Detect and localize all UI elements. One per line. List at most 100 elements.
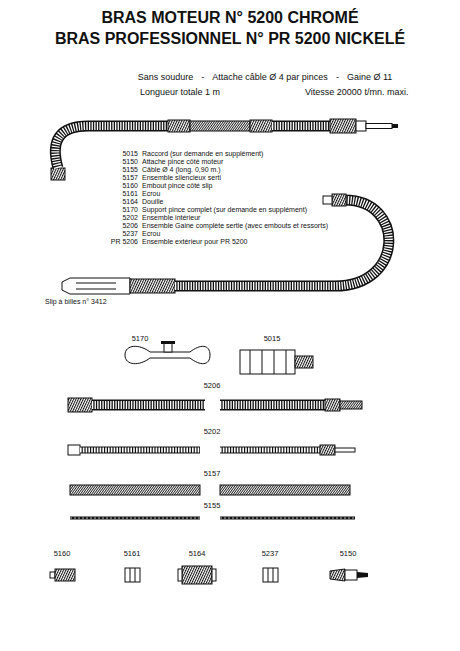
part-description: Ensemble extérieur pour PR 5200 [142,238,247,246]
part-description: Ensemble silencieux serti [142,174,221,182]
inner-assembly-drawing [80,448,200,453]
sheath-assembly-drawing [68,398,92,412]
inner-assembly-drawing [220,448,320,453]
small-parts-drawing [212,569,216,581]
part-number: 5160 [122,182,138,190]
clip-support-drawing [161,341,175,344]
part-number: 5170 [122,206,138,214]
small-parts-drawing [263,568,278,582]
professional-arm-drawing [332,194,346,206]
inner-assembly-drawing [335,448,355,452]
small-parts-drawing [125,568,140,582]
connector-drawing [240,350,313,374]
callout-number: 5157 [204,470,221,479]
small-parts-drawing [182,566,212,584]
part-number: 5015 [122,150,138,158]
silencer-drawing [70,485,350,495]
spec-text: Sans soudure [138,72,194,82]
callout-number: 5164 [189,550,206,559]
part-number: 5164 [122,198,138,206]
motor-arm-drawing [366,124,392,129]
connector-drawing [295,356,313,368]
part-description: Câble Ø 4 (long. 0,90 m.) [142,166,221,174]
professional-arm-drawing [62,278,130,294]
callout-number: 5170 [132,335,149,344]
inner-assembly-drawing [68,445,355,455]
motor-arm-drawing [356,121,366,131]
part-number: 5157 [122,174,138,182]
motor-arm-drawing [51,119,398,180]
inner-assembly-drawing [220,447,320,454]
sheath-assembly-drawing [92,400,205,411]
silencer-drawing [220,485,350,495]
callout-number: 5161 [124,550,141,559]
small-parts-drawing [55,569,75,581]
inner-assembly-drawing [68,445,80,455]
small-parts-drawing [50,572,55,578]
sheath-assembly-drawing [68,398,362,412]
sheath-assembly-drawing [92,401,205,409]
callout-number: 5237 [262,550,279,559]
connector-drawing [240,350,295,374]
silencer-drawing [70,485,200,495]
small-parts-drawing [345,570,357,580]
clip-support-drawing [125,341,210,364]
motor-arm-drawing [51,168,65,180]
motor-arm-drawing [330,119,356,133]
motor-arm-drawing [250,120,272,132]
part-description: Ecrou [142,190,160,198]
title: BRAS MOTEUR N° 5200 CHROMÉ [101,9,358,27]
part-description: Douille [142,198,163,206]
sheath-assembly-drawing [220,400,325,411]
part-description: Attache pince côté moteur [142,158,223,166]
motor-arm-drawing [272,122,330,130]
part-description: Support pince complet (sur demande en su… [142,206,307,214]
note: Slip à billes n° 3412 [45,298,107,306]
part-number: 5150 [122,158,138,166]
small-parts-drawing [330,569,345,581]
part-number: 5161 [122,190,138,198]
spec-text: - [201,72,204,82]
part-number: 5155 [122,166,138,174]
callout-number: 5150 [340,550,357,559]
cable-drawing [70,517,355,520]
professional-arm-drawing [62,194,389,294]
callout-number: 5155 [204,502,221,511]
small-parts-drawing [178,569,182,581]
motor-arm-drawing [168,120,190,132]
connector-drawing [250,350,286,374]
motor-arm-drawing [272,121,330,132]
part-number: 5237 [122,230,138,238]
part-number: 5202 [122,214,138,222]
motor-arm-drawing [190,121,250,131]
part-number: 5206 [122,222,138,230]
spec-text: Longueur totale 1 m [140,87,220,97]
callout-number: 5160 [54,550,71,559]
part-description: Ensemble intérieur [142,214,200,222]
cable-drawing [70,518,355,519]
part-description: Ensemble Gaine complète sertie (avec emb… [142,222,328,230]
part-number: PR 5206 [111,238,138,246]
small-parts-drawing [357,572,368,578]
spec-text: Gaine Ø 11 [347,72,392,82]
professional-arm-drawing [323,196,332,204]
part-description: Embout pince côté slip [142,182,212,190]
sheath-assembly-drawing [220,401,325,409]
sheath-assembly-drawing [325,399,340,411]
part-description: Ecrou [142,230,160,238]
callout-number: 5015 [264,335,281,344]
professional-arm-drawing [76,289,116,290]
sheath-assembly-drawing [340,401,362,409]
inner-assembly-drawing [320,445,335,455]
spec-text: - [336,72,339,82]
small-parts-drawing [50,566,368,584]
spec-text: Attache câble Ø 4 par pinces [212,72,328,82]
professional-arm-drawing [130,279,175,293]
part-description: Raccord (sur demande en supplément) [142,150,263,158]
callout-number: 5202 [204,428,221,437]
cable-drawing [70,518,355,519]
spec-text: Vitesse 20000 t/mn. maxi. [305,87,408,97]
small-parts-drawing [268,568,273,582]
small-parts-drawing [130,568,135,582]
professional-arm-drawing [76,283,116,284]
